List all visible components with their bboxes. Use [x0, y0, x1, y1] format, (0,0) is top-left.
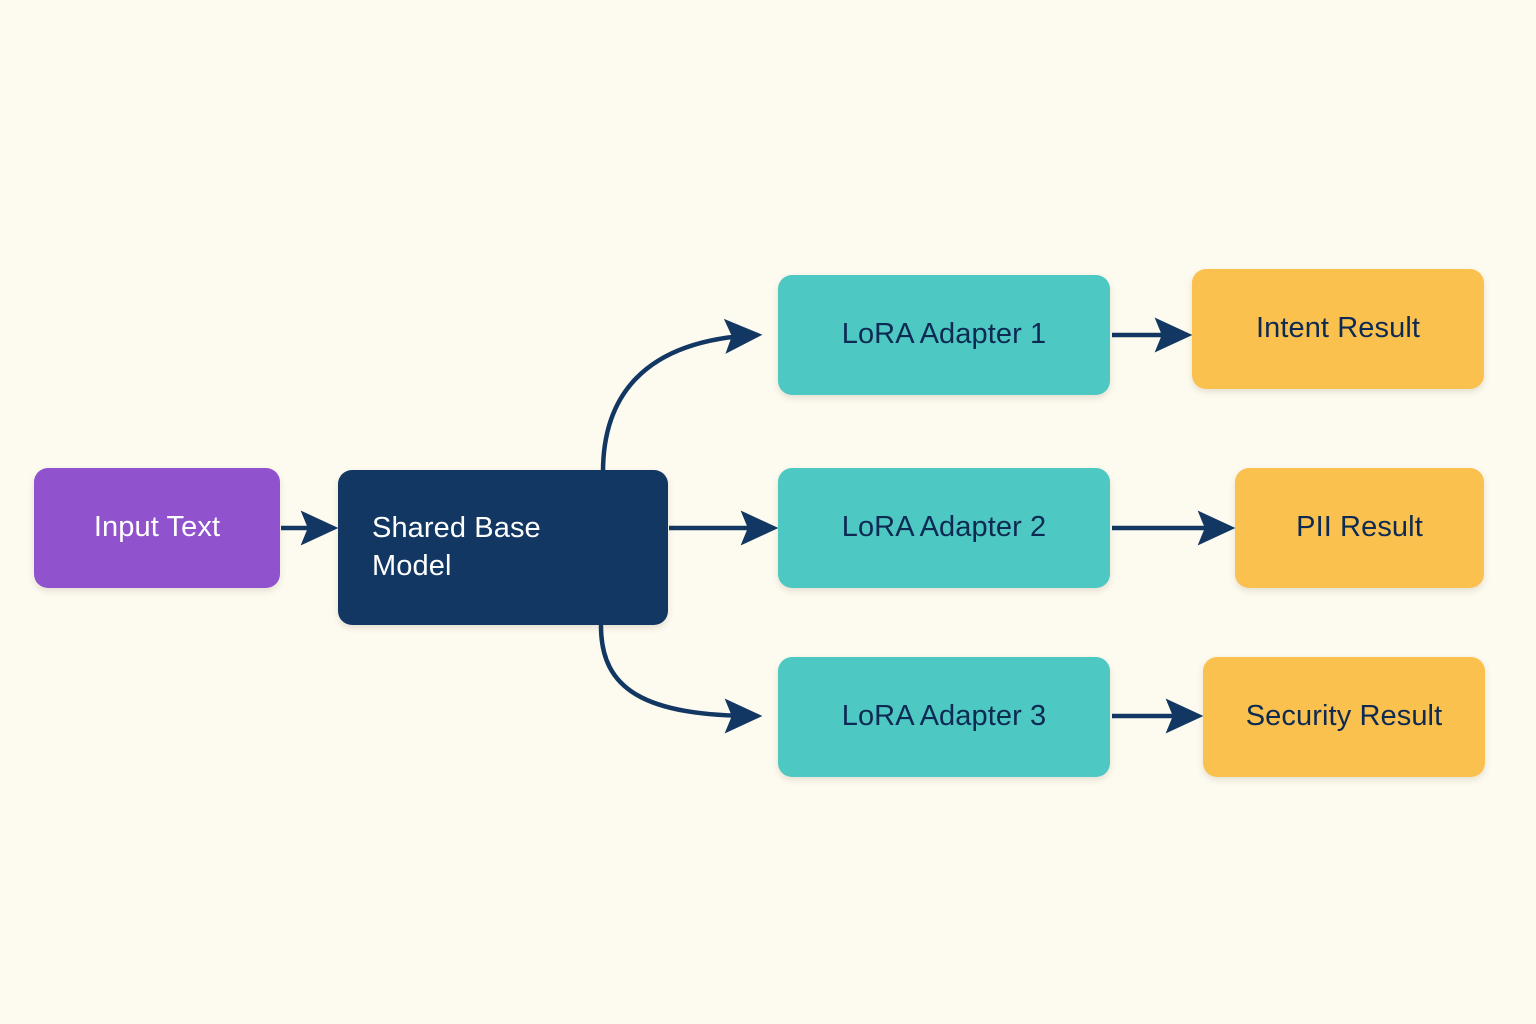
node-lora-adapter-3-label: LoRA Adapter 3 — [841, 700, 1047, 733]
node-lora-adapter-1[interactable]: LoRA Adapter 1 — [778, 275, 1110, 395]
node-input-text[interactable]: Input Text — [34, 468, 280, 588]
node-lora-adapter-2[interactable]: LoRA Adapter 2 — [778, 468, 1110, 588]
node-lora-adapter-1-label: LoRA Adapter 1 — [841, 318, 1047, 351]
node-lora-adapter-2-label: LoRA Adapter 2 — [841, 511, 1047, 544]
node-input-text-label: Input Text — [93, 511, 221, 544]
node-intent-result[interactable]: Intent Result — [1192, 269, 1484, 389]
node-pii-result-label: PII Result — [1296, 511, 1423, 544]
node-shared-base-model-line2: Model — [372, 549, 452, 582]
node-pii-result[interactable]: PII Result — [1235, 468, 1484, 588]
edge-base-to-adapter3 — [598, 623, 763, 734]
node-lora-adapter-3[interactable]: LoRA Adapter 3 — [778, 657, 1110, 777]
edge-base-to-adapter1 — [600, 318, 763, 475]
node-security-result[interactable]: Security Result — [1203, 657, 1485, 777]
node-shared-base-model-line1: Shared Base — [372, 512, 541, 545]
node-security-result-label: Security Result — [1245, 700, 1443, 733]
node-intent-result-label: Intent Result — [1255, 312, 1421, 345]
